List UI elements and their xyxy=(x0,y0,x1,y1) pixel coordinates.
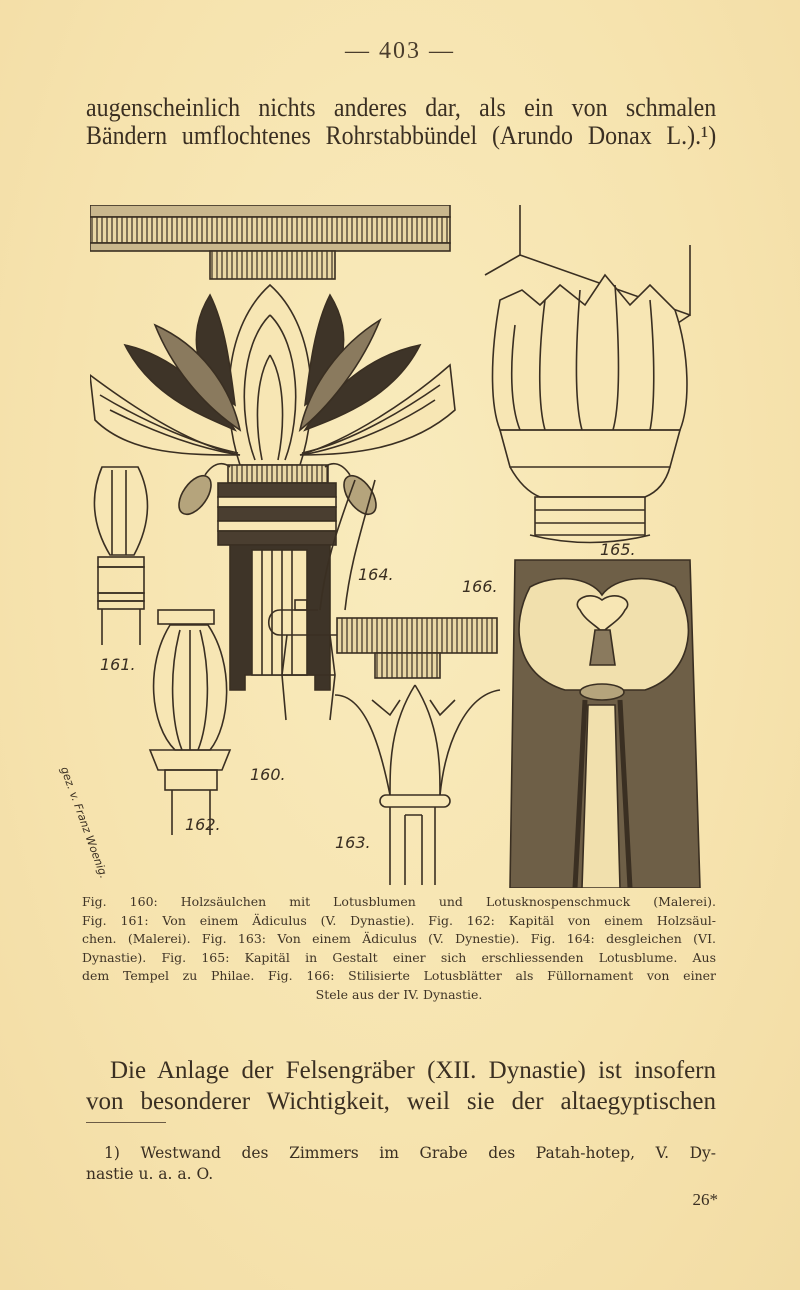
top-paragraph: augenscheinlich nichts anderes dar, als … xyxy=(86,94,716,150)
footnote-line: 1) Westwand des Zimmers im Grabe des Pat… xyxy=(104,1144,716,1162)
text-line: Bändern umflochtenes Rohrstabbündel (Aru… xyxy=(86,121,717,150)
figure-illustration: 161. 160. 162. 163. 164. 165. 166. gez. … xyxy=(58,204,710,889)
figure-label-161: 161. xyxy=(100,655,136,674)
figure-label-160: 160. xyxy=(250,765,286,784)
text-line: Die Anlage der Felsengräber (XII. Dynast… xyxy=(110,1057,716,1084)
figure-label-166: 166. xyxy=(462,577,498,596)
page-number: — 403 — xyxy=(345,38,455,64)
caption-line: chen. (Malerei). Fig. 163: Von einem Ädi… xyxy=(82,931,716,946)
text-line: von besonderer Wichtigkeit, weil sie der… xyxy=(86,1088,716,1115)
footnote-line: nastie u. a. a. O. xyxy=(86,1165,214,1183)
figure-caption: Fig. 160: Holzsäulchen mit Lotusblumen u… xyxy=(82,893,716,1004)
footnote: 1) Westwand des Zimmers im Grabe des Pat… xyxy=(86,1143,716,1185)
caption-line: Dynastie). Fig. 165: Kapitäl in Gestalt … xyxy=(82,949,716,965)
figure-label-165: 165. xyxy=(600,540,636,559)
lotus-columns-illustration xyxy=(89,204,701,889)
figure-label-163: 163. xyxy=(335,833,371,852)
text-line: augenscheinlich nichts anderes dar, als … xyxy=(86,93,717,122)
caption-line: Fig. 161: Von einem Ädiculus (V. Dynasti… xyxy=(82,912,716,928)
caption-line: Fig. 160: Holzsäulchen mit Lotusblumen u… xyxy=(82,894,716,909)
caption-line: dem Tempel zu Philae. Fig. 166: Stilisie… xyxy=(82,968,716,983)
signature-mark: 26* xyxy=(692,1190,719,1209)
section-paragraph: Die Anlage der Felsengräber (XII. Dynast… xyxy=(86,1055,716,1117)
figure-label-164: 164. xyxy=(358,565,394,584)
footnote-rule xyxy=(86,1122,166,1123)
figure-label-162: 162. xyxy=(185,815,221,834)
caption-line: Stele aus der IV. Dynastie. xyxy=(315,986,483,1002)
